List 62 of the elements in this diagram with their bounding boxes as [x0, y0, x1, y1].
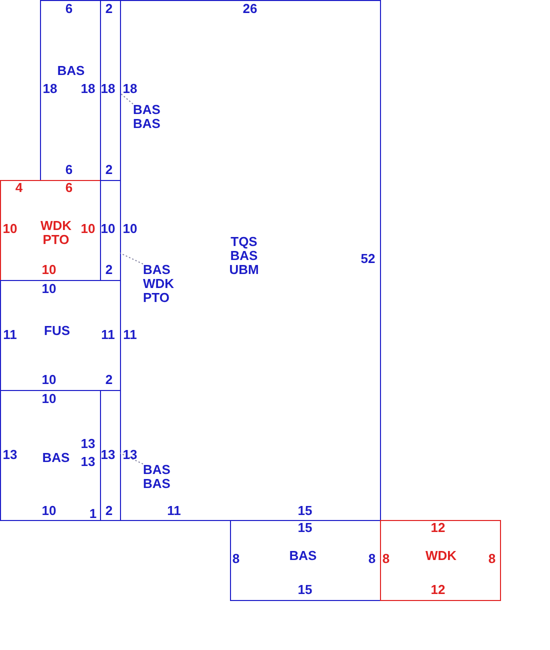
area-code-text: TQS BAS UBM	[229, 235, 259, 277]
dimension-label: 18	[100, 82, 116, 96]
dimension-label: 52	[360, 252, 376, 266]
dimension-label: 15	[298, 583, 312, 597]
room-outline	[0, 180, 101, 281]
dimension-label: 8	[232, 552, 240, 566]
dimension-label: 10	[42, 263, 56, 277]
dimension-label: 2	[105, 504, 113, 518]
room-outline	[0, 390, 101, 521]
area-code-text: BAS WDK PTO	[143, 263, 174, 305]
dimension-label: 8	[488, 552, 496, 566]
area-code-text: BAS BAS	[143, 463, 170, 491]
area-code-text: BAS	[42, 451, 70, 465]
dimension-label: 10	[42, 282, 56, 296]
dimension-label: 2	[105, 373, 113, 387]
dimension-label: 11	[167, 504, 181, 518]
area-code-text: WDK	[425, 549, 457, 563]
dimension-label: 13	[80, 437, 96, 451]
area-code-text: WDK PTO	[40, 219, 72, 247]
leader-line	[120, 92, 134, 104]
dimension-label: 13	[80, 455, 96, 469]
dimension-label: 18	[122, 82, 138, 96]
dimension-label: 15	[298, 521, 312, 535]
dimension-label: 11	[123, 328, 137, 342]
dimension-label: 13	[100, 448, 116, 462]
area-code-text: BAS	[57, 64, 85, 78]
dimension-label: 12	[430, 583, 446, 597]
dimension-label: 10	[122, 222, 138, 236]
leader-line	[120, 452, 144, 464]
dimension-label: 18	[80, 82, 96, 96]
dimension-label: 13	[122, 448, 138, 462]
area-code-text: BAS BAS	[133, 103, 160, 131]
dimension-label: 13	[2, 448, 18, 462]
room-outline	[380, 520, 501, 601]
room-outline	[120, 0, 381, 521]
dimension-label: 4	[15, 181, 23, 195]
dimension-label: 8	[368, 552, 376, 566]
leader-line	[120, 252, 144, 264]
dimension-label: 12	[430, 521, 446, 535]
dimension-label: 26	[242, 2, 258, 16]
dimension-label: 6	[65, 2, 73, 16]
dimension-label: 10	[100, 222, 116, 236]
dimension-label: 11	[101, 328, 115, 342]
dimension-label: 6	[65, 163, 73, 177]
dimension-label: 1	[89, 507, 97, 521]
area-code-text: FUS	[44, 324, 70, 338]
dimension-label: 2	[105, 263, 113, 277]
dimension-label: 2	[105, 163, 113, 177]
room-outline	[230, 520, 381, 601]
area-code-text: BAS	[289, 549, 317, 563]
dimension-label: 10	[42, 373, 56, 387]
room-outline	[40, 0, 101, 181]
dimension-label: 10	[42, 504, 56, 518]
dimension-label: 8	[382, 552, 390, 566]
dimension-label: 10	[80, 222, 96, 236]
dimension-label: 2	[105, 2, 113, 16]
dimension-label: 11	[3, 328, 17, 342]
dimension-label: 10	[42, 392, 56, 406]
dimension-label: 15	[298, 504, 312, 518]
dimension-label: 18	[42, 82, 58, 96]
dimension-label: 6	[65, 181, 73, 195]
dimension-label: 10	[2, 222, 18, 236]
